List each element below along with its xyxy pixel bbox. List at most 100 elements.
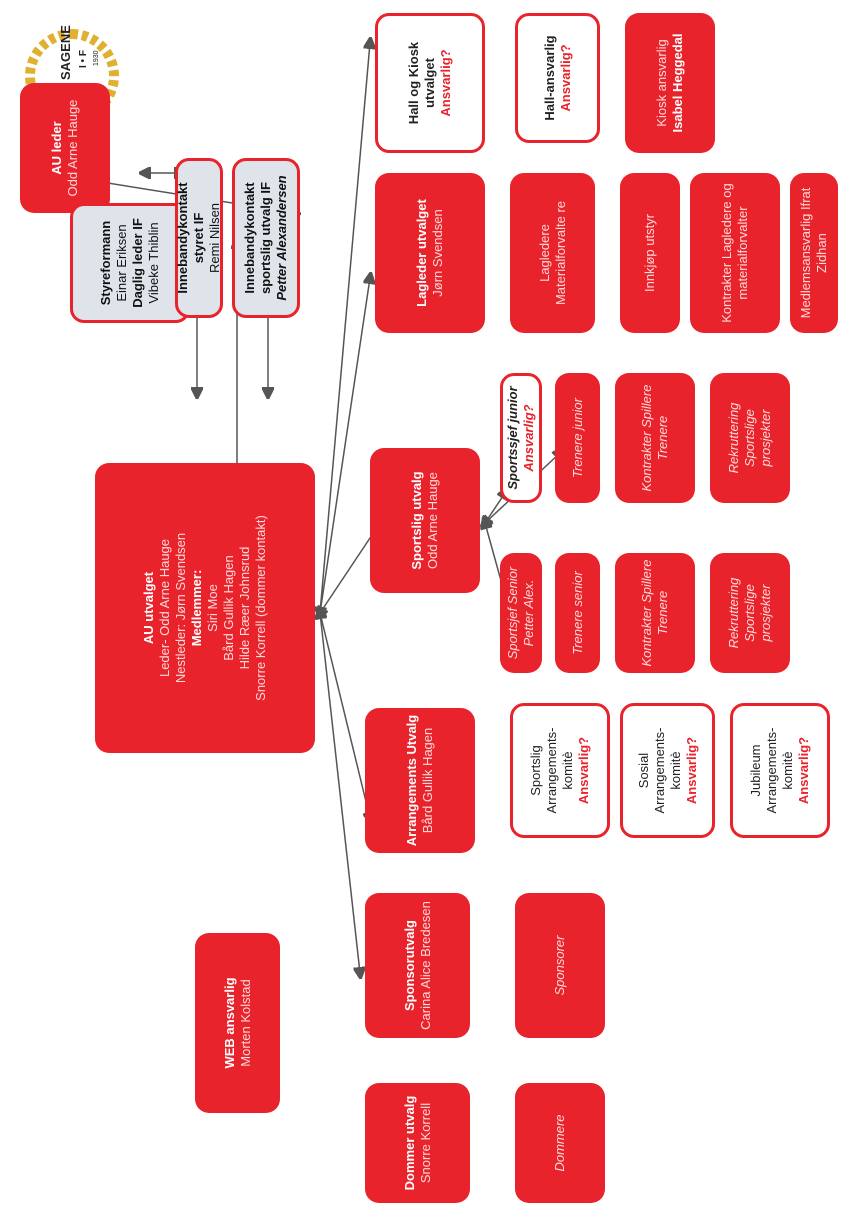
au-utvalget-box: AU utvalget Leder- Odd Arne Hauge Nestle… [95,463,315,753]
arr1-ask: Ansvarlig? [683,736,699,805]
logo-year: 1930 [93,50,100,66]
dommer-box: Dommer utvalg Snorre Korrell [365,1083,470,1203]
au-leder-title: AU leder [49,121,64,175]
junior1-t: Trenere junior [569,398,585,478]
lag0: Lagledere Materialforvalte re [536,200,568,306]
innebandy-sport-title: Innebandykontakt sportslig utvalg IF [242,182,273,294]
arr0-ask: Ansvarlig? [576,736,591,805]
junior3-t: Rekruttering Sportslige prosjekter [726,402,773,474]
innebandy-styret-title: Innebandykontakt styret IF [175,182,206,294]
senior-3: Rekruttering Sportslige prosjekter [710,553,790,673]
link-au-hall [320,43,370,613]
logo-sub: I • F [78,50,89,68]
styre-line2: Einar Eriksen [114,224,129,302]
au-member-2: Hilde Ræer Johnsrud [237,546,252,670]
junior2-t: Kontrakter Spillere Trenere [639,384,670,492]
arr-child-0: Sportslig Arrangements- komitè Ansvarlig… [510,703,610,838]
senior0-t: Sportsjef Senior [505,566,520,660]
junior0-t: Sportssjef junior [505,386,520,490]
junior-0: Sportssjef junior Ansvarlig? [500,373,542,503]
hall-ask: Ansvarlig? [438,49,453,117]
arrangement-name: Bård Gullik Hagen [420,727,435,834]
kiosk-t: Kiosk ansvarlig [654,39,669,127]
au-title: AU utvalget [141,571,156,645]
lag-child-2: Kontrakter Lagledere og materialforvalte… [690,173,780,333]
lag3: Medlemsansvarlig Ifrat Zidhan [798,187,829,319]
au-member-3: Snorre Korrell (dommer kontakt) [253,515,268,701]
arr0-l3: komitè [560,751,575,790]
dommer-name: Snorre Korrell [417,1102,433,1184]
au-sub: Medlemmer: [189,569,204,647]
senior2-t: Kontrakter Spillere Trenere [639,559,670,667]
sponsor-box: Sponsorutvalg Carina Alice Bredesen [365,893,470,1038]
lag-child-0: Lagledere Materialforvalte re [510,173,595,333]
link-au-arr [320,613,370,818]
innebandy-sport-box: Innebandykontakt sportslig utvalg IF Pet… [232,158,300,318]
arr1-l2: Arrangements- [651,727,667,814]
junior-2: Kontrakter Spillere Trenere [615,373,695,503]
hall-ansvarlig-box: Hall-ansvarlig Ansvarlig? [515,13,600,143]
senior1-t: Trenere senior [569,571,585,655]
lag-child-1: Innkjøp utstyr [620,173,680,333]
kiosk-box: Kiosk ansvarlig Isabel Heggedal [625,13,715,153]
arr2-l2: Arrangements- [764,727,779,814]
lagleder-box: Lagleder utvalget Jørn Svendsen [375,173,485,333]
lagleder-name: Jørn Svendsen [430,209,445,297]
lagleder-title: Lagleder utvalget [414,199,429,307]
sponsor-name: Carina Alice Bredesen [417,901,433,1030]
au-leder-box: AU leder Odd Arne Hauge [20,83,110,213]
styre-line3: Daglig leder IF [130,218,145,308]
link-au-spons [320,613,360,973]
au-line-1: Nestleder: Jørn Svendsen [173,532,188,684]
au-line-0: Leder- Odd Arne Hauge [157,538,172,678]
web-box: WEB ansvarlig Morten Kolstad [195,933,280,1113]
arr1-l1: Sosial [635,752,651,789]
sportslig-name: Odd Arne Hauge [425,472,440,569]
hall-ansv-ask: Ansvarlig? [557,44,573,112]
junior-1: Trenere junior [555,373,600,503]
lag2: Kontrakter Lagledere og materialforvalte… [719,183,750,323]
styreformann-box: Styreformann Einar Eriksen Daglig leder … [70,203,190,323]
styre-line4: Vibeke Thiblin [146,222,161,304]
kiosk-name: Isabel Heggedal [670,33,685,133]
hall-box: Hall og Kiosk utvalget Ansvarlig? [375,13,485,153]
dommer-title: Dommer utvalg [401,1095,417,1191]
hall-ansv-t: Hall-ansvarlig [541,35,557,121]
sponsorer-box: Sponsorer [515,893,605,1038]
styre-line1: Styreformann [98,220,113,306]
web-name: Morten Kolstad [237,979,253,1067]
sportslig-title: Sportslig utvalg [409,471,424,570]
innebandy-sport-name: Petter Alexandersen [274,175,289,301]
innebandy-styret-box: Innebandykontakt styret IF Remi Nilsen [175,158,223,318]
arr2-ask: Ansvarlig? [796,736,811,805]
junior-3: Rekruttering Sportslige prosjekter [710,373,790,503]
innebandy-styret-name: Remi Nilsen [207,202,222,274]
arr0-l1: Sportslig [528,745,543,796]
sportslig-box: Sportslig utvalg Odd Arne Hauge [370,448,480,593]
arr-child-2: Jubileum Arrangements- komitè Ansvarlig? [730,703,830,838]
arrangement-box: Arrangements Utvalg Bård Gullik Hagen [365,708,475,853]
dommere-box: Dommere [515,1083,605,1203]
junior0-ask: Ansvarlig? [521,404,536,472]
arr1-l3: komitè [667,751,683,790]
senior-2: Kontrakter Spillere Trenere [615,553,695,673]
dommere-label: Dommere [552,1114,567,1172]
arr2-l3: komitè [780,751,795,790]
web-title: WEB ansvarlig [221,977,237,1069]
sponsorer-label: Sponsorer [552,935,567,996]
sponsor-title: Sponsorutvalg [401,920,417,1012]
lag-child-3: Medlemsansvarlig Ifrat Zidhan [790,173,838,333]
hall-title: Hall og Kiosk utvalget [406,41,437,125]
arrangement-title: Arrangements Utvalg [404,714,419,847]
au-leder-name: Odd Arne Hauge [65,99,80,197]
lag1: Innkjøp utstyr [642,213,657,293]
logo-text: SAGENE [58,25,73,80]
arr0-l2: Arrangements- [544,727,559,814]
arr-child-1: Sosial Arrangements- komitè Ansvarlig? [620,703,715,838]
senior3-t: Rekruttering Sportslige prosjekter [726,577,773,649]
link-sport-junior2 [485,493,505,523]
arr2-l1: Jubileum [748,744,763,797]
